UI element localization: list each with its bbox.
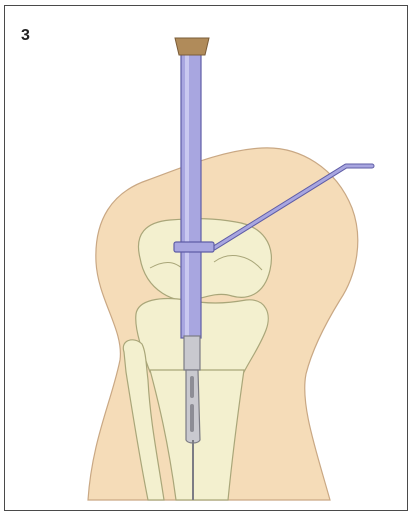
metal-cannula: [184, 336, 200, 370]
reamer-slot-1: [190, 376, 194, 398]
guide-collar: [174, 242, 214, 252]
guide-sleeve: [181, 52, 201, 338]
reamer-slot-2: [190, 404, 194, 432]
tibia-plateau: [136, 299, 268, 372]
femur: [138, 219, 271, 301]
guide-cap: [175, 38, 209, 55]
guide-sleeve-highlight: [185, 52, 189, 338]
